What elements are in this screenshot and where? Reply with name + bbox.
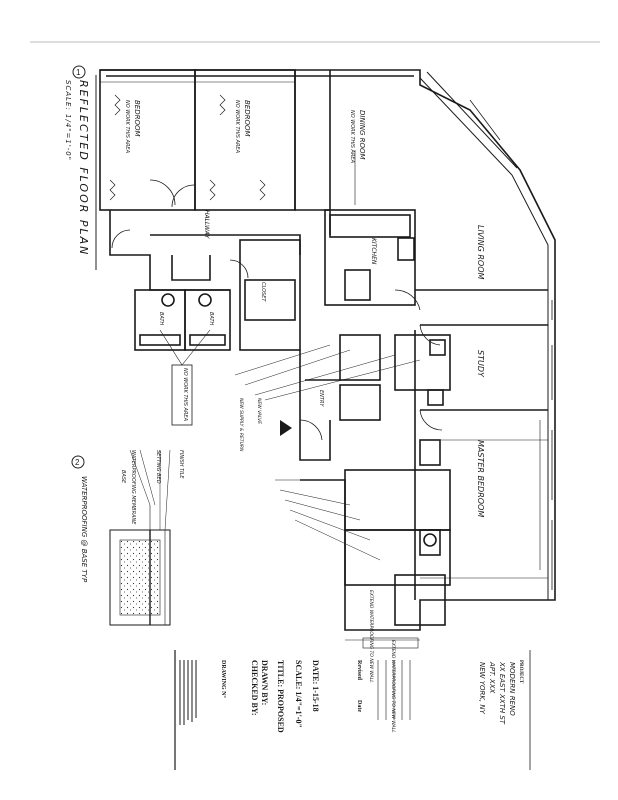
note-leaders <box>234 344 421 561</box>
tb-checked-by: CHECKED BY: <box>250 660 259 716</box>
plan-title-group: REFLECTED FLOOR PLAN SCALE: 1/4"=1'-0" <box>64 80 90 256</box>
svg-text:FINISH TILE: FINISH TILE <box>178 450 184 479</box>
tb-project-line-3: APT. XXX <box>488 661 496 693</box>
room-entry: ENTRY <box>318 390 324 407</box>
room-bedroom-left: BEDROOM <box>133 100 141 137</box>
room-bedroom-mid: BEDROOM <box>243 100 251 137</box>
room-kitchen: KITCHEN <box>370 238 377 265</box>
svg-text:NEW VALVE: NEW VALVE <box>256 398 262 424</box>
tb-project-line-2: XX EAST XXTH ST <box>498 661 506 725</box>
detail-2-labels: FINISH TILE SETTING BED WATERPROOFING ME… <box>120 450 184 525</box>
closet-hatching <box>109 94 266 201</box>
tb-revised: Revised <box>356 660 362 681</box>
room-master: MASTER BEDROOM <box>476 440 485 517</box>
tb-project-line-4: NEW YORK, NY <box>478 662 486 715</box>
tb-scale: SCALE: 1/4"=1'-0" <box>294 660 303 728</box>
svg-text:2: 2 <box>75 458 80 467</box>
svg-text:WATERPROOFING @ BASE TYP: WATERPROOFING @ BASE TYP <box>80 476 88 583</box>
revision-lines <box>377 660 411 720</box>
tb-date-col: Date <box>356 700 362 712</box>
svg-text:NO WORK THIS AREA: NO WORK THIS AREA <box>182 368 188 422</box>
tb-date: DATE: 1-15-18 <box>311 660 320 712</box>
no-work-callout: NO WORK THIS AREA <box>159 329 211 426</box>
tb-drawn-by: DRAWN BY: <box>260 660 269 705</box>
detail-bubble-1-number: 1 <box>76 68 81 77</box>
north-arrow-icon <box>280 420 292 436</box>
room-closet: CLOSET <box>260 282 266 302</box>
room-dining-note: NO WORK THIS AREA <box>349 110 355 164</box>
tb-drawing-no: DRAWING N° <box>220 660 227 699</box>
title-block: DRAWING N° CHECKED BY: DRAWN BY: TITLE: … <box>174 650 531 770</box>
svg-text:EXTEND WATERPROOFING TO NEW WA: EXTEND WATERPROOFING TO NEW WALL <box>368 590 374 683</box>
detail-2: 2 WATERPROOFING @ BASE TYP <box>71 449 171 626</box>
tb-title: TITLE: PROPOSED <box>276 660 285 733</box>
room-bath-1: BATH <box>158 312 164 326</box>
room-labels: BEDROOM NO WORK THIS AREA BEDROOM NO WOR… <box>124 100 485 517</box>
door-swings <box>111 179 443 441</box>
detail-bubble-1 <box>72 65 86 79</box>
tb-project-label: PROJECT <box>518 660 523 684</box>
room-study: STUDY <box>476 350 485 378</box>
svg-text:NEW SUPPLY & RETURN: NEW SUPPLY & RETURN <box>238 398 244 452</box>
room-hallway: HALLWAY <box>203 210 210 240</box>
svg-text:WATERPROOFING MEMBRANE: WATERPROOFING MEMBRANE <box>130 450 136 525</box>
plan-title: REFLECTED FLOOR PLAN <box>77 80 90 256</box>
room-bath-2: BATH <box>208 312 214 326</box>
dimension-lines <box>100 81 548 641</box>
svg-text:BASE: BASE <box>120 470 126 484</box>
svg-text:SETTING BED: SETTING BED <box>155 450 161 484</box>
room-bedroom-mid-note: NO WORK THIS AREA <box>234 100 240 154</box>
plan-scale: SCALE: 1/4"=1'-0" <box>64 80 72 161</box>
svg-text:EXTEND WATERPROOFING TO NEW WA: EXTEND WATERPROOFING TO NEW WALL <box>390 640 396 733</box>
room-living: LIVING ROOM <box>476 225 485 280</box>
new-wall-box <box>362 637 419 649</box>
plan-walls <box>99 69 556 631</box>
room-bedroom-left-note: NO WORK THIS AREA <box>124 100 130 154</box>
tb-project-line-1: MODERN RENO <box>508 662 516 716</box>
room-dining: DINING ROOM <box>358 110 366 160</box>
plumbing-notes: NEW SUPPLY & RETURN NEW VALVE EXTEND WAT… <box>238 398 396 733</box>
windows <box>469 99 553 590</box>
